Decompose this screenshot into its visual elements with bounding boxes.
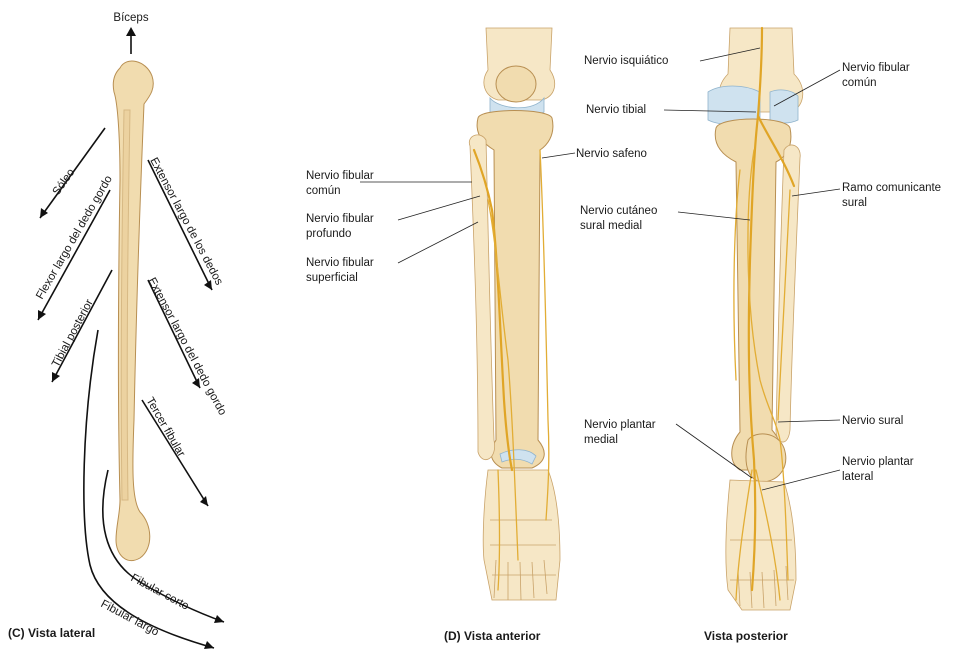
- caption-posterior: Vista posterior: [704, 629, 788, 643]
- anterior-leg-illustration: [469, 28, 560, 600]
- label-isquiatico: Nervio isquiático: [584, 55, 668, 67]
- label-extensor-dedos: Extensor largo de los dedos: [147, 156, 225, 288]
- label-cutaneo-sural-line2: sural medial: [580, 220, 642, 232]
- label-fibular-superficial-line2: superficial: [306, 272, 358, 284]
- label-fibular-profundo-line1: Nervio fibular: [306, 213, 374, 225]
- label-fibular-profundo-line2: profundo: [306, 228, 351, 240]
- label-cutaneo-sural-line1: Nervio cutáneo: [580, 205, 657, 217]
- label-tibial: Nervio tibial: [586, 104, 646, 116]
- label-soleo: Sóleo: [51, 167, 78, 198]
- label-ramo-comunicante-line1: Ramo comunicante: [842, 182, 941, 194]
- label-fibular-comun-anterior-line1: Nervio fibular: [306, 170, 374, 182]
- label-fibular-corto: Fibular corto: [129, 572, 191, 613]
- label-plantar-medial-line2: medial: [584, 434, 618, 446]
- label-tibial-posterior: Tibial posterior: [50, 297, 96, 369]
- caption-anterior: (D) Vista anterior: [444, 629, 541, 643]
- label-plantar-lateral-line1: Nervio plantar: [842, 456, 914, 468]
- label-fibular-comun-posterior-line1: Nervio fibular: [842, 62, 910, 74]
- fibula-anterior: [469, 135, 494, 460]
- label-fibular-comun-anterior-line2: común: [306, 185, 341, 197]
- label-fibular-comun-posterior-line2: común: [842, 77, 877, 89]
- fibula-bone: [113, 61, 153, 561]
- flexor-largo-arrow: [38, 190, 110, 320]
- posterior-leg-illustration: [708, 28, 803, 610]
- label-plantar-medial-line1: Nervio plantar: [584, 419, 656, 431]
- label-biceps: Bíceps: [113, 12, 148, 24]
- label-plantar-lateral-line2: lateral: [842, 471, 873, 483]
- label-flexor-largo: Flexor largo del dedo gordo: [34, 174, 115, 302]
- patella: [496, 66, 536, 102]
- biceps-arrowhead: [126, 27, 136, 36]
- label-ramo-comunicante-line2: sural: [842, 197, 867, 209]
- caption-lateral: (C) Vista lateral: [8, 626, 95, 640]
- label-fibular-superficial-line1: Nervio fibular: [306, 257, 374, 269]
- label-tercer-fibular: Tercer fibular: [143, 396, 187, 460]
- panel-c-lateral-view: Bíceps Sóleo Flexor largo del dedo gordo…: [8, 12, 228, 649]
- label-fibular-largo: Fibular largo: [99, 598, 161, 639]
- label-safeno: Nervio safeno: [576, 148, 647, 160]
- label-sural: Nervio sural: [842, 415, 903, 427]
- label-extensor-gordo: Extensor largo del dedo gordo: [145, 276, 228, 418]
